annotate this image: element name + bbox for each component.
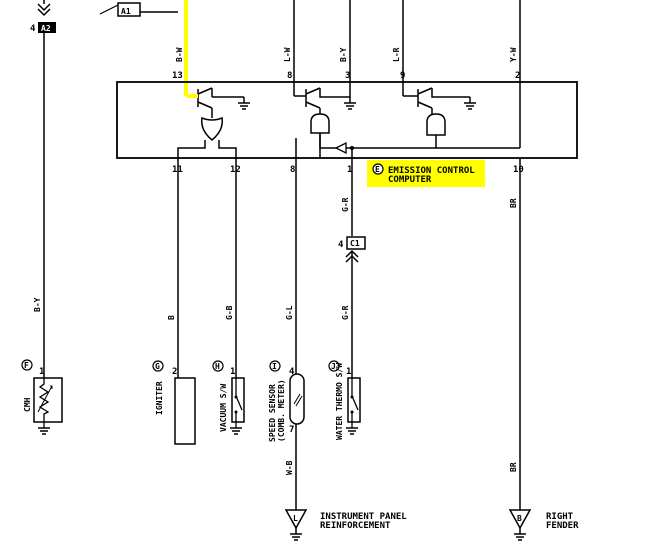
- ecu-title-1: EMISSION CONTROL: [388, 166, 475, 176]
- vacuum-switch-component: H 1 VACUUM S/W: [212, 360, 245, 435]
- thermo-name: WATER THERMO S/W: [335, 363, 344, 440]
- wire-label-speed-bottom: W-B: [285, 460, 294, 475]
- thermo-pin: 1: [346, 367, 351, 377]
- igniter-component: G 2 IGNITER: [152, 360, 196, 445]
- ground-panel-line1: INSTRUMENT PANEL: [320, 512, 407, 522]
- vacuum-name: VACUUM S/W: [219, 384, 228, 432]
- and-gate-2: [310, 113, 330, 134]
- or-gate: [200, 116, 224, 141]
- igniter-pin: 2: [172, 367, 177, 377]
- ecu-title-2: COMPUTER: [388, 175, 432, 185]
- buffer-symbol: [334, 141, 347, 155]
- ecu-pin-8-top: 8: [287, 71, 292, 81]
- ground-panel-line2: REINFORCEMENT: [320, 521, 391, 531]
- ecu-pin-3: 3: [345, 71, 350, 81]
- ecu-title-highlight: [367, 160, 485, 187]
- wire-label-right-upper: BR: [509, 198, 518, 208]
- transistor-3: [403, 87, 476, 116]
- igniter-id: G: [155, 362, 160, 371]
- wire-label-speed-top: G-L: [285, 305, 294, 320]
- vacuum-id: H: [215, 362, 220, 371]
- a1-label: A1: [121, 7, 131, 16]
- ground-fender-line2: FENDER: [546, 521, 579, 531]
- cmh-pin: 1: [39, 367, 44, 377]
- cmh-id: F: [24, 361, 29, 370]
- vacuum-pin: 1: [230, 367, 235, 377]
- wire-label-3: B-Y: [339, 47, 348, 62]
- ground-right-fender: B RIGHT FENDER: [508, 509, 579, 541]
- wire-label-13: B-W: [175, 47, 184, 62]
- wire-label-9: L-R: [392, 47, 401, 62]
- ecu-pin-10: 10: [513, 165, 524, 175]
- wire-label-vacuum: G-B: [225, 305, 234, 320]
- ecu-pin-13: 13: [172, 71, 183, 81]
- a2-pin: 4: [30, 24, 36, 34]
- ground-instrument-panel: L INSTRUMENT PANEL REINFORCEMENT: [284, 509, 407, 541]
- wire-label-left: B-Y: [33, 297, 42, 312]
- a2-connector: 4 A2: [30, 0, 56, 34]
- speed-sensor-component: I 4 7 SPEED SENSOR (COMB. METER): [268, 360, 305, 442]
- c1-label: C1: [350, 239, 360, 248]
- speed-pin-top: 4: [289, 367, 295, 377]
- transistor-2: [294, 82, 356, 116]
- wire-label-igniter: B: [167, 315, 176, 320]
- and-gate-3: [426, 113, 446, 136]
- ecu-box: [116, 81, 578, 159]
- speed-pin-bottom: 7: [289, 425, 294, 435]
- speed-name-1: SPEED SENSOR: [268, 384, 277, 442]
- ecu-pin-9: 9: [400, 71, 405, 81]
- ecu-pin-2: 2: [515, 71, 520, 81]
- thermo-id: J: [331, 362, 336, 371]
- igniter-name: IGNITER: [155, 381, 164, 415]
- wire-label-thermo-lower: G-R: [341, 305, 350, 320]
- transistor-1: [186, 87, 250, 118]
- a1-connector: A1: [99, 2, 178, 17]
- ground-panel-id: L: [293, 514, 298, 523]
- c1-pin: 4: [338, 240, 344, 250]
- ground-fender-line1: RIGHT: [546, 512, 574, 522]
- cmh-name: CMH: [23, 397, 32, 412]
- ecu-circle-id: E: [375, 165, 380, 174]
- ecu-pin-8-bottom: 8: [290, 165, 295, 175]
- ecu-pin-1: 1: [347, 165, 352, 175]
- cmh-component: F 1 CMH: [21, 359, 63, 435]
- wire-label-right-lower: BR: [509, 462, 518, 472]
- a2-label: A2: [41, 24, 51, 33]
- wire-label-thermo-upper: G-R: [341, 197, 350, 212]
- ground-fender-id: B: [517, 514, 522, 523]
- c1-connector: 4 C1: [338, 236, 366, 263]
- water-thermo-switch-component: J 1 WATER THERMO S/W: [328, 360, 361, 440]
- wire-label-2: Y-W: [509, 47, 518, 62]
- speed-name-2: (COMB. METER): [277, 379, 286, 442]
- speed-id: I: [272, 362, 277, 371]
- wire-label-8top: L-W: [283, 47, 292, 62]
